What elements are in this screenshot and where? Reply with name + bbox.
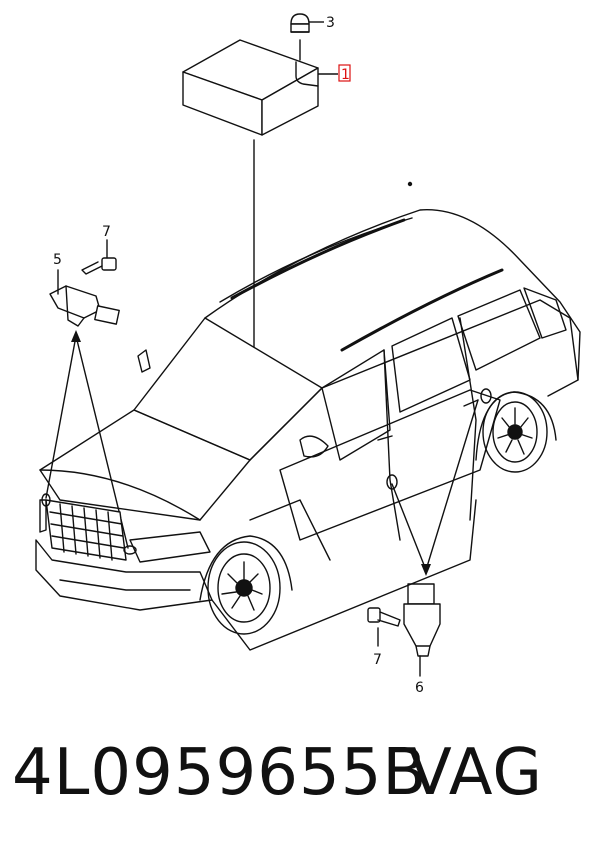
part-number-bar: 4L0959655B VAG bbox=[0, 728, 600, 838]
nut-part bbox=[290, 13, 310, 33]
leader-line-side-1 bbox=[391, 483, 427, 571]
bolt-front-sensor bbox=[81, 239, 117, 275]
svg-text:6: 6 bbox=[415, 680, 424, 696]
airbag-control-unit bbox=[182, 39, 319, 136]
side-crash-sensor bbox=[403, 583, 441, 677]
svg-text:7: 7 bbox=[102, 224, 111, 240]
callout-7-lower: 7 bbox=[373, 652, 382, 668]
callout-3: 3 bbox=[309, 15, 335, 31]
brand-label: VAG bbox=[408, 736, 543, 810]
exploded-view-diagram: 1 3 5 7 7 6 bbox=[35, 13, 581, 696]
svg-text:5: 5 bbox=[53, 252, 62, 268]
vehicle-outline bbox=[35, 181, 581, 651]
part-number-label: 4L0959655B bbox=[12, 736, 428, 810]
leader-line-side-2 bbox=[425, 399, 479, 571]
svg-text:1: 1 bbox=[341, 67, 350, 83]
callout-5: 5 bbox=[53, 252, 62, 268]
callout-7-upper: 7 bbox=[102, 224, 111, 240]
front-crash-sensor bbox=[49, 269, 120, 327]
bolt-side-sensor bbox=[367, 607, 401, 647]
svg-text:3: 3 bbox=[326, 15, 335, 31]
leader-line-front-1 bbox=[45, 335, 77, 499]
callout-6: 6 bbox=[415, 680, 424, 696]
svg-text:7: 7 bbox=[373, 652, 382, 668]
callout-1: 1 bbox=[318, 64, 351, 83]
